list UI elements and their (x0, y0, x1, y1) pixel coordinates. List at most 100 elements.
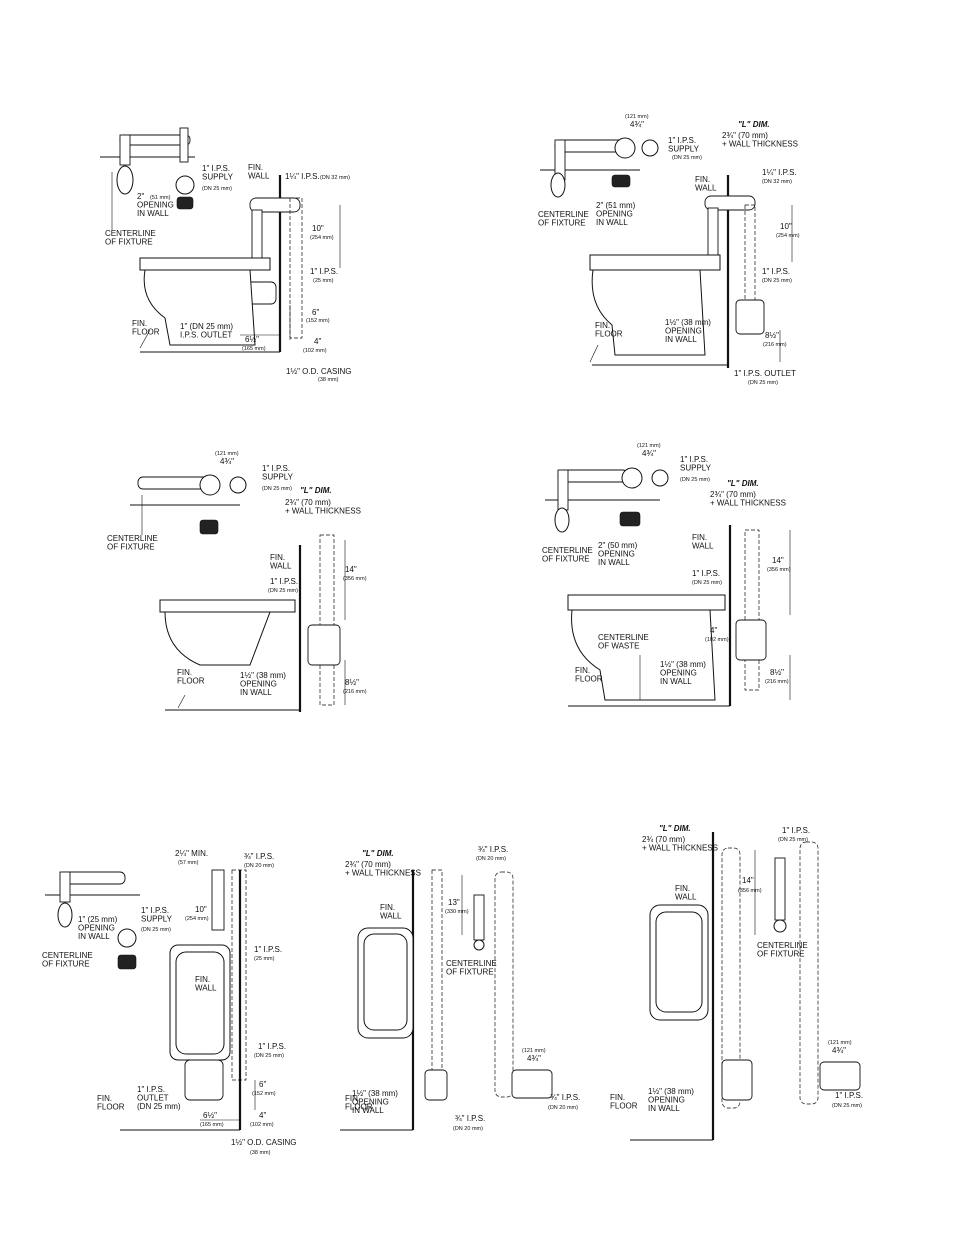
d1-dim4-mm: (102 mm) (303, 348, 327, 354)
d2-dim10: 10" (780, 222, 792, 231)
d1-casing-mm: (38 mm) (318, 377, 339, 383)
d4-fin-wall: FIN.WALL (692, 533, 714, 551)
d3-ldim-val: 2¾" (70 mm)+ WALL THICKNESS (285, 498, 361, 516)
d1-dim10-mm: (254 mm) (310, 235, 334, 241)
d3-dim121: (121 mm) (215, 451, 239, 457)
d5-ips-a-mm: (25 mm) (254, 956, 275, 962)
d1-ips-mid: 1" I.P.S. (310, 267, 338, 276)
d4-dim121: (121 mm) (637, 443, 661, 449)
d1-dim6half-mm: (165 mm) (242, 346, 266, 352)
d1-dim4: 4" (314, 337, 321, 346)
d4-ips-mid-dn: (DN 25 mm) (692, 580, 722, 586)
labels-layer: FIN.WALL 1" I.P.S.SUPPLY (DN 25 mm) 2"OP… (42, 114, 863, 1156)
d7-dim14: 14" (742, 876, 754, 885)
d7-fin-wall: FIN.WALL (675, 884, 697, 902)
d5-dim6half: 6½" (203, 1111, 217, 1120)
d2-ldim: "L" DIM. (738, 120, 770, 129)
d2-ips-top-dn: (DN 32 mm) (762, 179, 792, 185)
d4-dim14: 14" (772, 556, 784, 565)
d3-dim8half-mm: (216 mm) (343, 689, 367, 695)
d7-dim14-mm: (356 mm) (738, 888, 762, 894)
d3-dim8half: 8½" (345, 678, 359, 687)
d1-outlet: 1" (DN 25 mm)I.P.S. OUTLET (180, 322, 233, 340)
d6-ips-right-dn: (DN 20 mm) (548, 1105, 578, 1111)
d1-dim6-mm: (152 mm) (306, 318, 330, 324)
d7-ldim: "L" DIM. (659, 824, 691, 833)
d2-ips-top: 1¼" I.P.S. (762, 168, 797, 177)
d1-dim6: 6" (312, 308, 319, 317)
d4-dim4-mm: (102 mm) (705, 637, 729, 643)
d4-supply: 1" I.P.S.SUPPLY (680, 455, 712, 473)
d5-min-mm: (57 mm) (178, 860, 199, 866)
d5-supply-dn: (DN 25 mm) (141, 927, 171, 933)
d6-ldim-val: 2¾" (70 mm)+ WALL THICKNESS (345, 860, 421, 878)
d6-ips-bot-dn: (DN 20 mm) (453, 1126, 483, 1132)
d3-fin-wall: FIN.WALL (270, 553, 292, 571)
d1-ips-top-dn: (DN 32 mm) (320, 175, 350, 181)
d5-dim4: 4" (259, 1111, 266, 1120)
d2-dim121: (121 mm) (625, 114, 649, 120)
d7-ips-top: 1" I.P.S. (782, 826, 810, 835)
d6-dim13-mm: (330 mm) (445, 909, 469, 915)
d6-ips-top-dn: (DN 20 mm) (476, 856, 506, 862)
d4-ldim-val: 2¾" (70 mm)+ WALL THICKNESS (710, 490, 786, 508)
d3-ips-mid-dn: (DN 25 mm) (268, 588, 298, 594)
d5-dim6: 6" (259, 1080, 266, 1089)
d6-dim121: (121 mm) (522, 1048, 546, 1054)
d3-fin-floor: FIN.FLOOR (177, 668, 205, 686)
d5-fin-floor: FIN.FLOOR (97, 1094, 125, 1112)
d5-fin-wall: FIN.WALL (195, 975, 217, 993)
d5-dim6half-mm: (165 mm) (200, 1122, 224, 1128)
d6-dim434: 4¾" (527, 1054, 541, 1063)
d5-ips-top-dn: (DN 20 mm) (244, 863, 274, 869)
d3-ips-mid: 1" I.P.S. (270, 577, 298, 586)
d4-supply-dn: (DN 25 mm) (680, 477, 710, 483)
d6-fin-wall: FIN.WALL (380, 903, 402, 921)
d1-ips-mid-mm: (25 mm) (313, 278, 334, 284)
d3-supply: 1" I.P.S.SUPPLY (262, 464, 294, 482)
d3-dim434: 4¾" (220, 457, 234, 466)
d3-dim14: 14" (345, 565, 357, 574)
d2-dim10-mm: (254 mm) (776, 233, 800, 239)
d2-outlet: 1" I.P.S. OUTLET (734, 369, 796, 378)
d6-dim13: 13" (448, 898, 460, 907)
d4-dim8half-mm: (216 mm) (765, 679, 789, 685)
diagram-1 (100, 127, 341, 353)
diagram-5 (45, 869, 256, 1131)
d5-supply: 1" I.P.S.SUPPLY (141, 906, 173, 924)
d7-fin-floor: FIN.FLOOR (610, 1093, 638, 1111)
d1-supply: 1" I.P.S.SUPPLY (202, 164, 234, 182)
d2-fin-wall: FIN.WALL (695, 175, 717, 193)
d4-dim8half: 8½" (770, 668, 784, 677)
d6-ips-right: ¾" I.P.S. (550, 1093, 580, 1102)
d7-ips-bot-dn: (DN 25 mm) (832, 1103, 862, 1109)
d1-dim6half: 6½" (245, 335, 259, 344)
d7-dim121: (121 mm) (828, 1040, 852, 1046)
d3-ldim: "L" DIM. (300, 486, 332, 495)
d4-dim4: 4" (710, 626, 717, 635)
d2-outlet-dn: (DN 25 mm) (748, 380, 778, 386)
diagram-4 (545, 467, 791, 707)
d3-dim14-mm: (356 mm) (343, 576, 367, 582)
d4-fin-floor: FIN.FLOOR (575, 666, 603, 684)
d7-dim434: 4¾" (832, 1046, 846, 1055)
d7-ldim-val: 2¾ (70 mm)+ WALL THICKNESS (642, 835, 718, 853)
d5-casing-mm: (38 mm) (250, 1150, 271, 1156)
d2-supply: 1" I.P.S.SUPPLY (668, 136, 700, 154)
d2-dim434: 4¾" (630, 120, 644, 129)
d1-dim10: 10" (312, 224, 324, 233)
